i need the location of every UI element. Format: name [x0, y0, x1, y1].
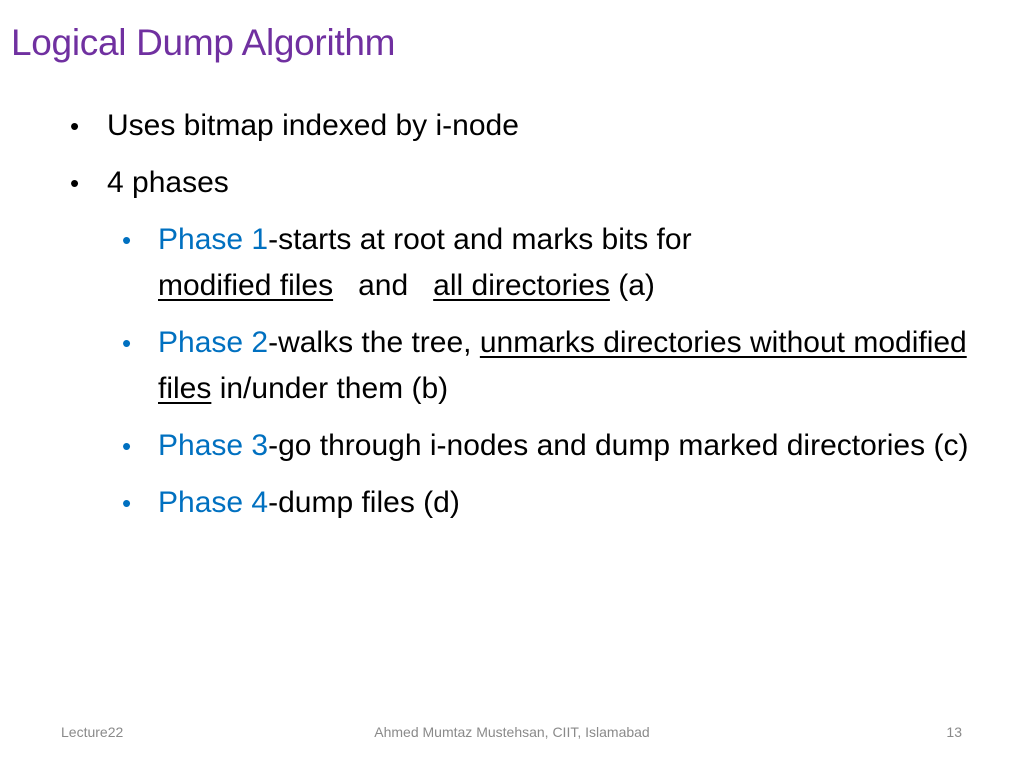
phase-label: Phase 4 — [158, 486, 269, 519]
bullet-text: 4 phases — [107, 166, 229, 199]
phase-text: in/under them (b) — [219, 372, 449, 405]
bullet-icon: • — [70, 111, 80, 141]
underlined-text: all directories — [433, 269, 610, 302]
phase-text: and — [358, 269, 409, 302]
phase-text: -go through i-nodes and dump marked dire… — [268, 429, 969, 462]
bullet-icon: • — [70, 168, 80, 198]
sub-bullet-phase-3: • Phase 3-go through i-nodes and dump ma… — [122, 423, 970, 469]
bullet-icon: • — [122, 431, 132, 461]
footer-lecture: Lecture22 — [61, 724, 124, 740]
bullet-text: Uses bitmap indexed by i-node — [107, 109, 519, 142]
bullet-icon: • — [122, 328, 132, 358]
underlined-text: unmarks directories without modified fil… — [158, 326, 967, 405]
footer-page-number: 13 — [946, 724, 962, 740]
underlined-text: modified files — [158, 269, 334, 302]
phase-label: Phase 2 — [158, 326, 269, 359]
phase-text: -walks the tree, — [268, 326, 472, 359]
phase-label: Phase 3 — [158, 429, 269, 462]
sub-bullet-phase-2: • Phase 2-walks the tree, unmarks direct… — [122, 320, 970, 412]
phase-label: Phase 1 — [158, 223, 269, 256]
phase-text: -dump files (d) — [268, 486, 460, 519]
bullet-icon: • — [122, 488, 132, 518]
phase-text: -starts at root and marks bits for — [268, 223, 692, 256]
footer-author: Ahmed Mumtaz Mustehsan, CIIT, Islamabad — [374, 724, 650, 740]
phase-text: (a) — [618, 269, 655, 302]
bullet-bitmap: • Uses bitmap indexed by i-node — [70, 103, 970, 149]
sub-bullet-phase-1: • Phase 1-starts at root and marks bits … — [122, 217, 970, 309]
bullet-phases: • 4 phases — [70, 160, 970, 206]
sub-bullet-phase-4: • Phase 4-dump files (d) — [122, 480, 970, 526]
slide-title: Logical Dump Algorithm — [11, 22, 396, 63]
bullet-icon: • — [122, 225, 132, 255]
slide-body: • Uses bitmap indexed by i-node • 4 phas… — [70, 103, 970, 537]
